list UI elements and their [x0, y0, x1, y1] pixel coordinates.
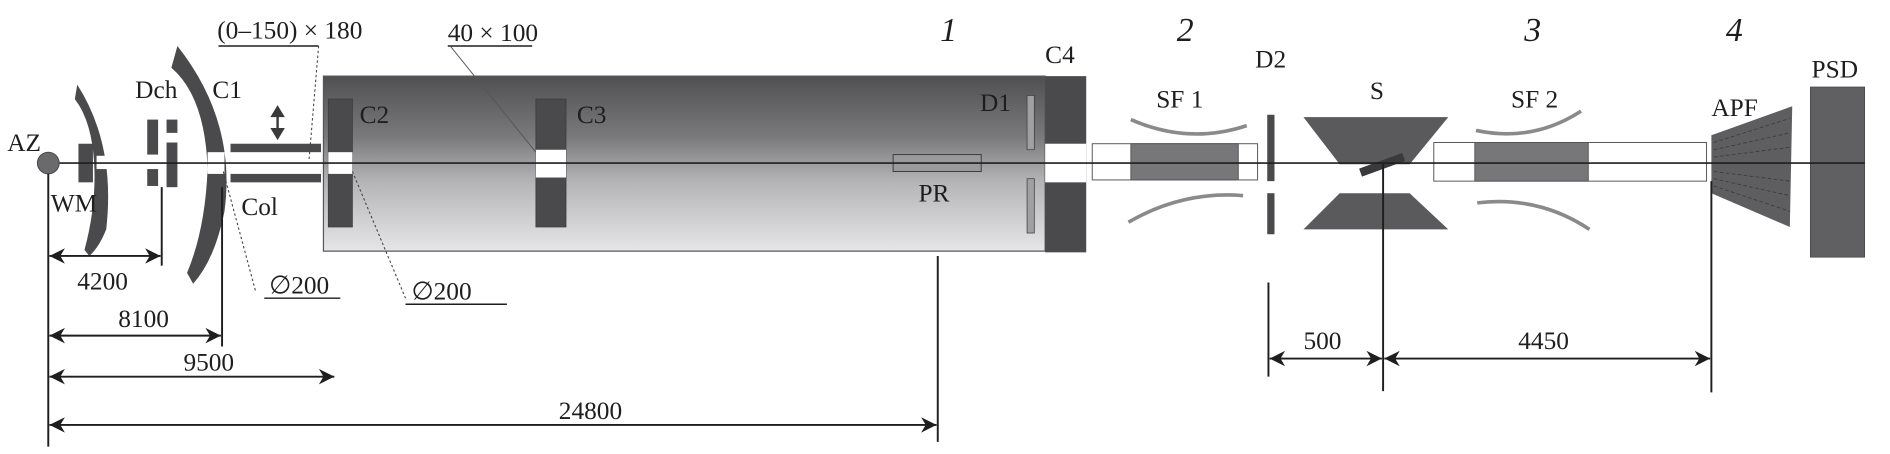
d1-diaphragm	[1026, 95, 1035, 234]
label-col: Col	[241, 193, 278, 221]
section-label-1: 1	[940, 12, 957, 49]
label-c1: C1	[212, 76, 242, 104]
wm-shield-arc	[74, 84, 109, 256]
label-d1: D1	[980, 89, 1011, 117]
dim-9500: 9500	[183, 349, 234, 377]
col-move-arrow-icon	[270, 105, 285, 141]
label-az: AZ	[7, 129, 41, 157]
label-s: S	[1370, 77, 1384, 105]
label-wm: WM	[51, 189, 97, 217]
sample-plate	[1359, 152, 1406, 177]
dch-chopper	[147, 119, 178, 188]
sf1-spin-flipper	[1091, 117, 1259, 224]
d2-diaphragm	[1267, 114, 1275, 235]
apf-analyzer	[1711, 106, 1793, 227]
section-label-4: 4	[1726, 12, 1743, 49]
s-sample-magnet	[1303, 117, 1449, 230]
label-dch: Dch	[135, 76, 178, 104]
label-apf: APF	[1711, 94, 1757, 122]
annotation-c2-diameter: ∅200	[412, 277, 472, 305]
sf2-spin-flipper	[1433, 109, 1708, 231]
c1-shield-arc	[171, 45, 227, 284]
dim-4450: 4450	[1518, 327, 1569, 355]
c4-collimator	[1045, 76, 1087, 253]
annotation-col-slit: (0–150) × 180	[217, 17, 362, 45]
dim-24800: 24800	[559, 397, 622, 425]
label-d2: D2	[1255, 46, 1286, 74]
section-label-2: 2	[1177, 12, 1194, 49]
psd-detector	[1809, 86, 1866, 258]
section-label-3: 3	[1523, 12, 1541, 49]
label-sf1: SF 1	[1156, 86, 1203, 114]
label-pr: PR	[918, 180, 949, 208]
dim-500: 500	[1303, 327, 1341, 355]
label-c4: C4	[1045, 41, 1075, 69]
label-c2: C2	[360, 101, 390, 129]
dim-4200: 4200	[77, 268, 128, 296]
label-c3: C3	[577, 101, 607, 129]
annotation-c3-window: 40 × 100	[448, 19, 538, 47]
label-psd: PSD	[1812, 55, 1858, 83]
label-sf2: SF 2	[1511, 86, 1558, 114]
annotation-c1-diameter: ∅200	[269, 271, 329, 299]
dim-8100: 8100	[118, 305, 169, 333]
